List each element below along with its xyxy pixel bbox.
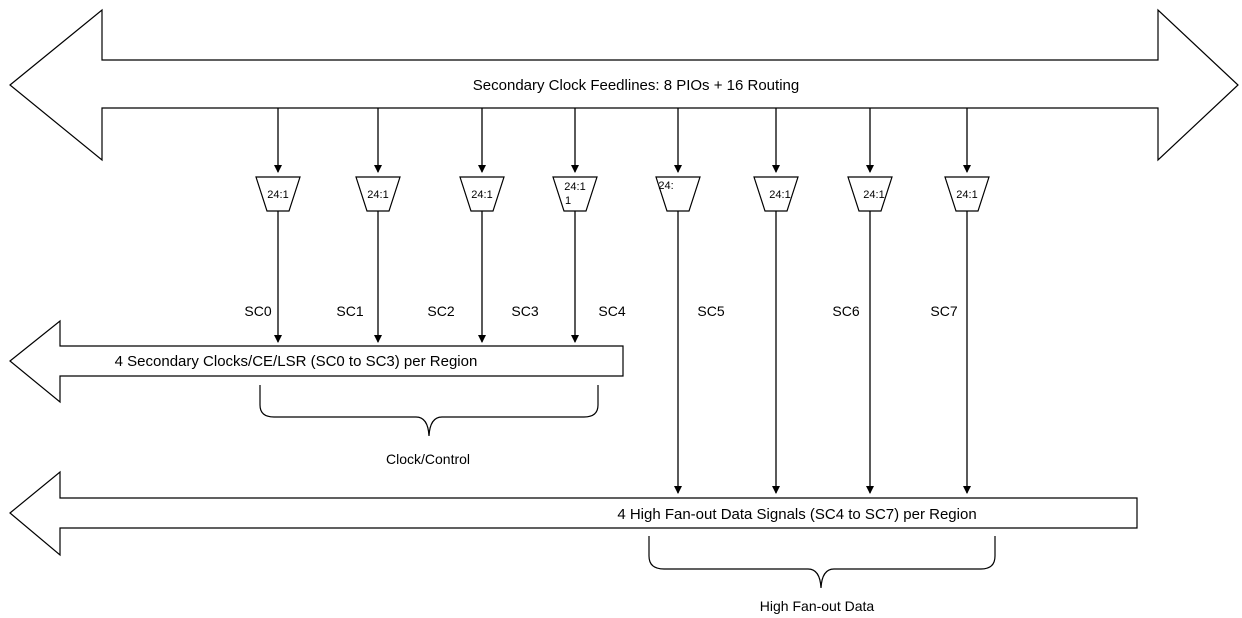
clock-control-brace (259, 385, 599, 437)
mux-2: 24:1 (459, 176, 505, 212)
feedlines-label: Secondary Clock Feedlines: 8 PIOs + 16 R… (473, 77, 799, 94)
signal-label-sc7: SC7 (930, 303, 957, 319)
mux-3-trapezoid (552, 176, 598, 212)
mux-5: 24:1 (753, 176, 799, 212)
mux-4-label: 24: (658, 180, 673, 192)
output-wires (274, 211, 971, 494)
signal-label-sc3: SC3 (511, 303, 538, 319)
mux-6-trapezoid (847, 176, 893, 212)
clock-control-brace-label: Clock/Control (386, 451, 470, 467)
mux-3-extra-label: 1 (565, 195, 571, 207)
mux-0-label: 24:1 (267, 189, 288, 201)
high-fanout-brace-label: High Fan-out Data (760, 598, 875, 614)
mux-1-trapezoid (355, 176, 401, 212)
secondary-clock-feedlines-bus (9, 8, 1239, 162)
signal-label-sc0: SC0 (244, 303, 271, 319)
mux-0: 24:1 (255, 176, 301, 212)
mux-0-trapezoid (255, 176, 301, 212)
signal-labels: SC0 SC1 SC2 SC3 SC4 SC5 SC6 SC7 (244, 303, 957, 319)
feed-wires (274, 108, 971, 173)
signal-label-sc1: SC1 (336, 303, 363, 319)
high-fanout-data-bus (9, 470, 1138, 557)
mux-2-trapezoid (459, 176, 505, 212)
clock-control-bus-label: 4 Secondary Clocks/CE/LSR (SC0 to SC3) p… (115, 353, 478, 370)
mux-7-trapezoid (944, 176, 990, 212)
mux-1-label: 24:1 (367, 189, 388, 201)
mux-7: 24:1 (944, 176, 990, 212)
mux-7-label: 24:1 (956, 189, 977, 201)
high-fanout-brace (648, 536, 996, 589)
signal-label-sc2: SC2 (427, 303, 454, 319)
mux-5-trapezoid (753, 176, 799, 212)
mux-3: 24:1 1 (552, 176, 598, 212)
mux-4-trapezoid (655, 176, 701, 212)
mux-1: 24:1 (355, 176, 401, 212)
mux-4: 24: (655, 176, 701, 212)
signal-label-sc6: SC6 (832, 303, 859, 319)
signal-label-sc5: SC5 (697, 303, 724, 319)
mux-2-label: 24:1 (471, 189, 492, 201)
mux-6: 24:1 (847, 176, 893, 212)
signal-label-sc4: SC4 (598, 303, 625, 319)
mux-6-label: 24:1 (863, 189, 884, 201)
clock-control-bus (9, 319, 624, 404)
high-fanout-data-bus-label: 4 High Fan-out Data Signals (SC4 to SC7)… (617, 506, 976, 523)
mux-5-label: 24:1 (769, 189, 790, 201)
mux-3-label: 24:1 (564, 181, 585, 193)
